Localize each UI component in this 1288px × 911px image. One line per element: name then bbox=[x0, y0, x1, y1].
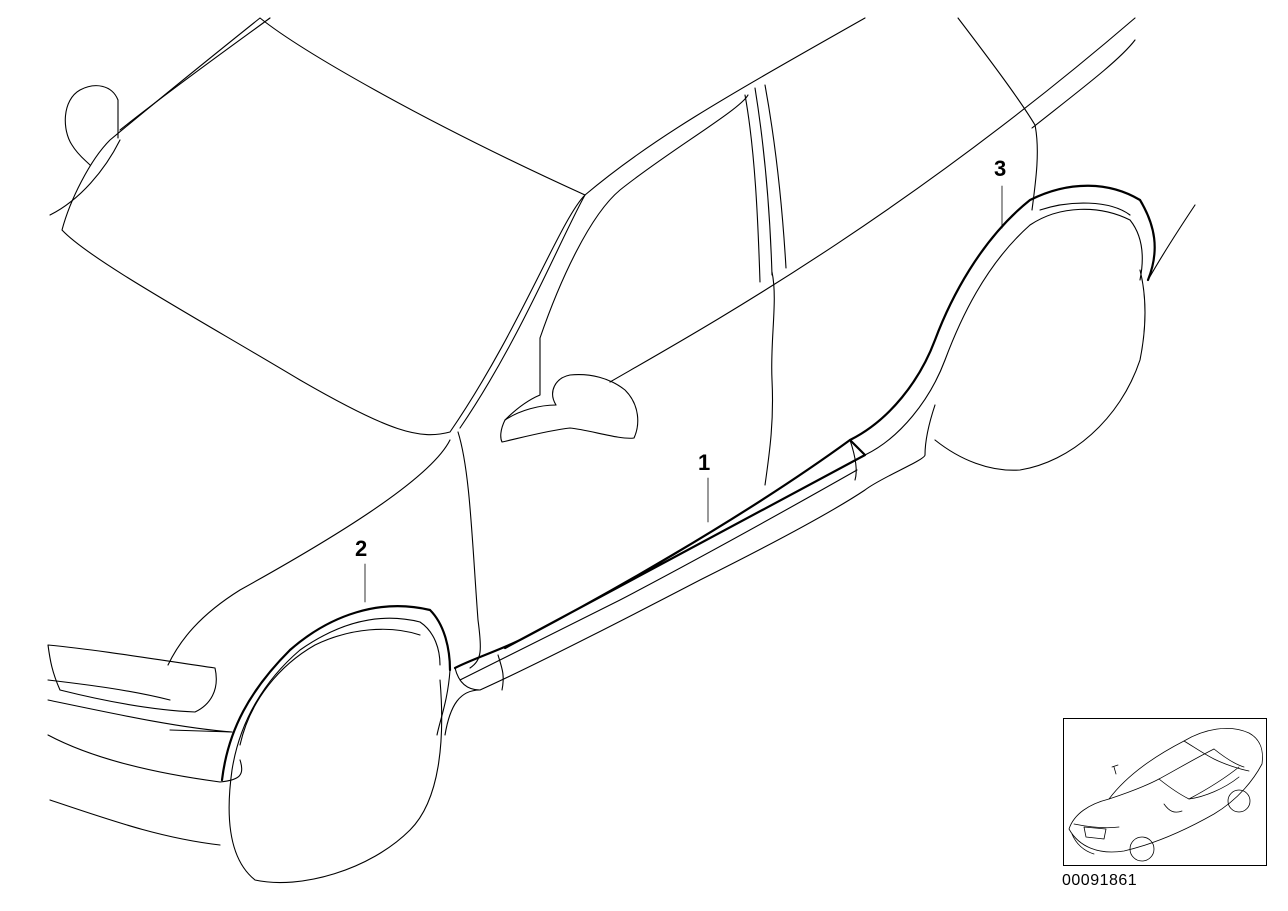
front-bumper bbox=[47, 699, 243, 783]
front-wheel-arch-trim bbox=[220, 605, 452, 782]
rear-wheel bbox=[934, 269, 1146, 471]
windshield bbox=[61, 17, 586, 436]
headlight bbox=[47, 644, 217, 713]
side-mirror bbox=[500, 337, 639, 443]
callout-1: 1 bbox=[698, 450, 711, 475]
rear-view-mirror bbox=[64, 85, 119, 166]
front-wheel bbox=[228, 679, 443, 884]
side-skirt bbox=[453, 438, 867, 670]
callout-3: 3 bbox=[994, 156, 1007, 181]
front-door-window bbox=[539, 94, 749, 339]
rear-wheel-arch-trim bbox=[848, 184, 1156, 442]
callout-2: 2 bbox=[355, 536, 368, 561]
car-overview-inset bbox=[1063, 718, 1267, 866]
door-seam bbox=[764, 271, 775, 486]
car-overview-icon bbox=[1068, 728, 1263, 862]
drawing-number: 00091861 bbox=[1062, 872, 1138, 889]
b-pillar bbox=[744, 94, 761, 283]
